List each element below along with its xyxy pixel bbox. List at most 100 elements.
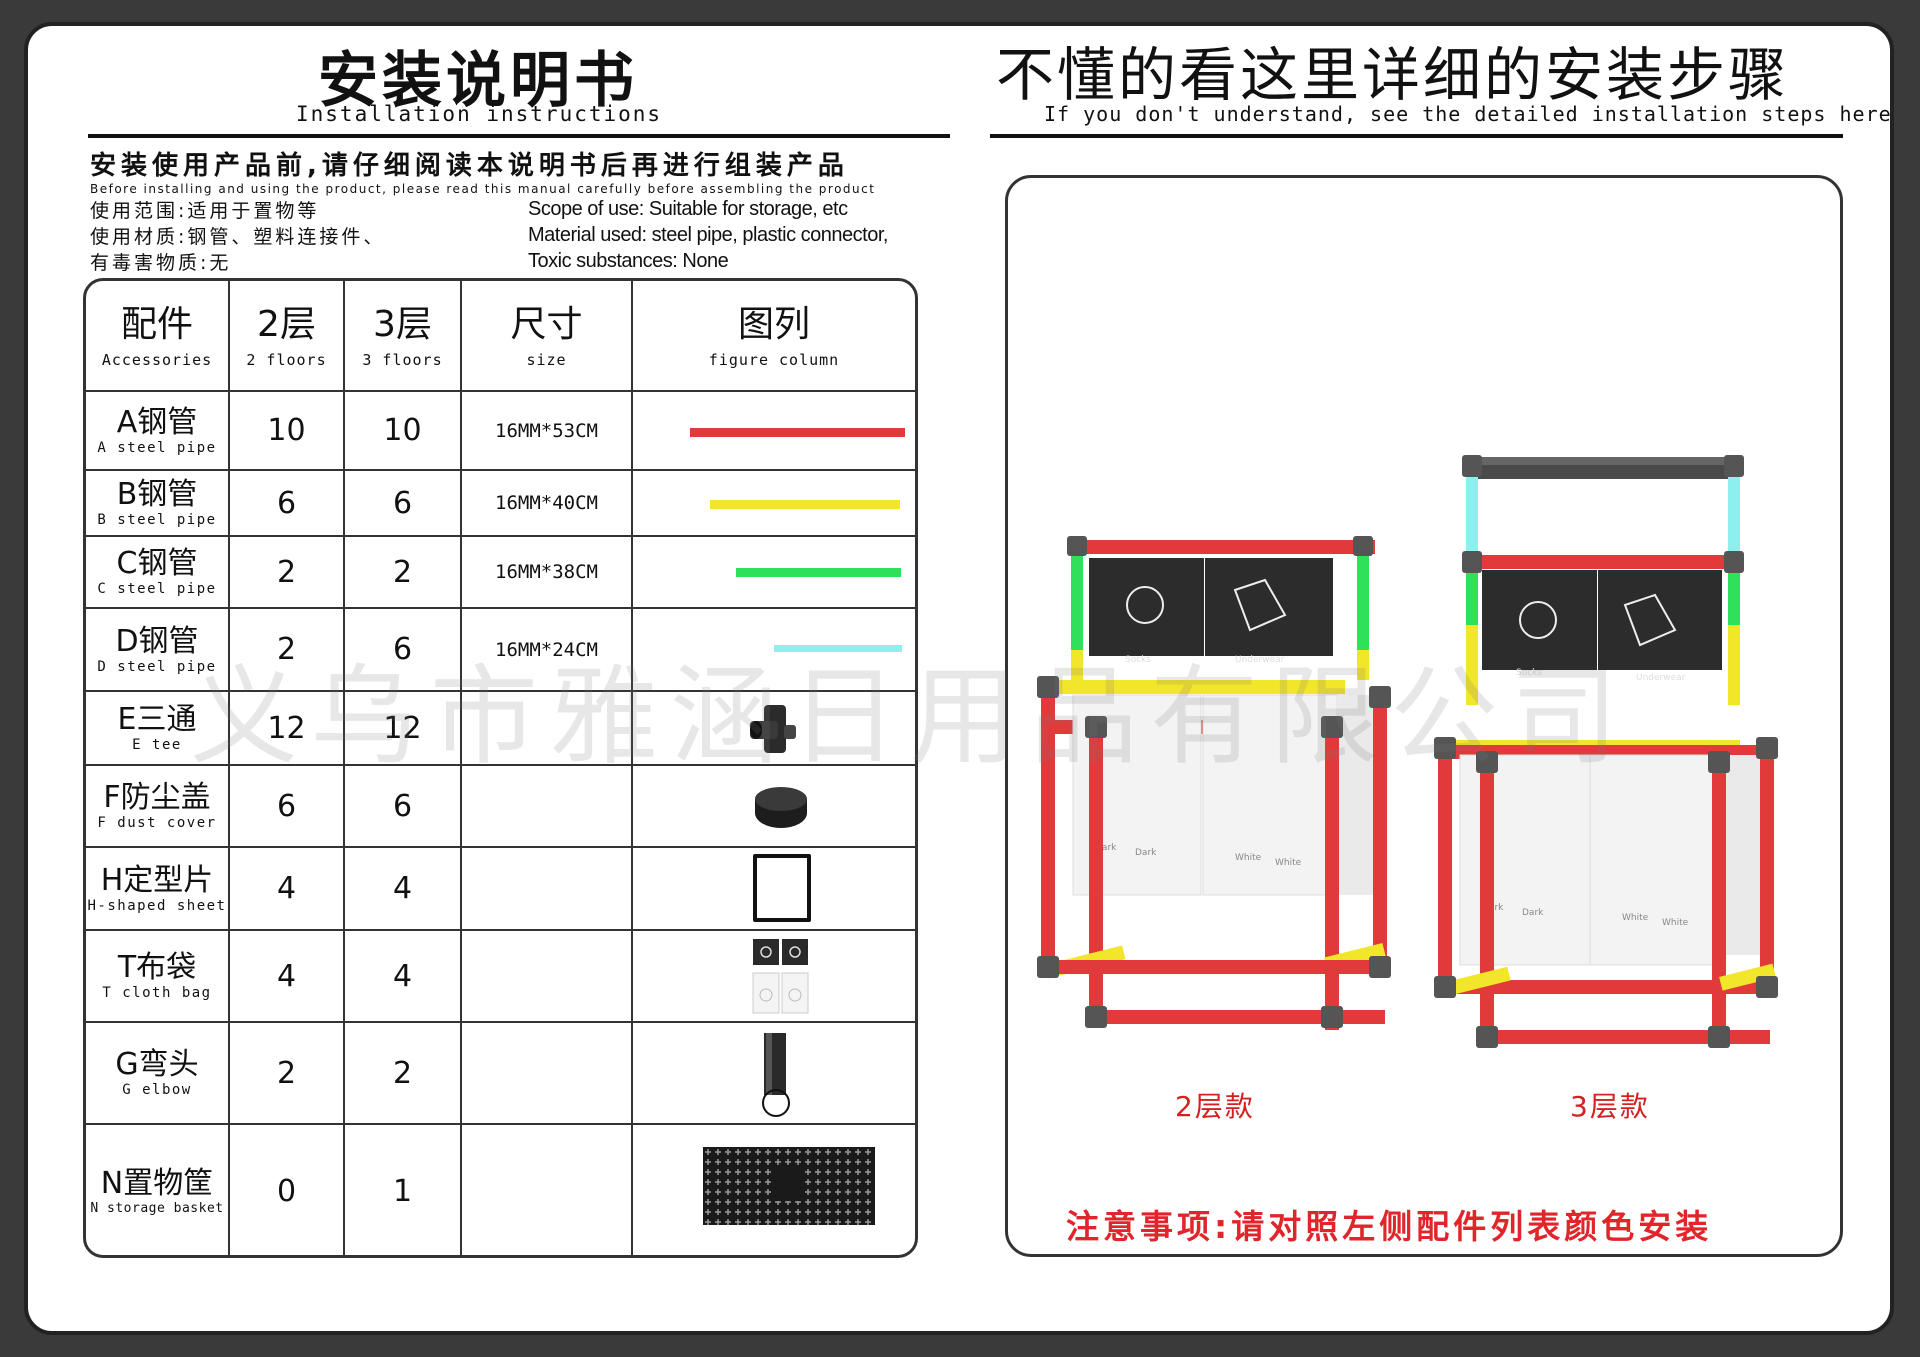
header-3-floors: 3层 3 floors (345, 281, 460, 390)
row-divider (86, 846, 915, 848)
header-en: 3 floors (362, 350, 443, 369)
green-pipe-icon (736, 568, 901, 577)
info-en-block: Scope of use: Suitable for storage, etc … (528, 196, 888, 274)
accessory-en: E tee (132, 737, 182, 753)
row-divider (86, 764, 915, 766)
qty-2-floors: 2 (276, 554, 297, 590)
qty-3-floors: 6 (392, 788, 413, 824)
right-subtitle: If you don't understand, see the detaile… (1044, 102, 1892, 126)
header-en: 2 floors (246, 350, 327, 369)
accessory-en: N storage basket (90, 1201, 224, 1216)
qty-2-floors: 10 (267, 413, 306, 448)
qty-3-floors: 1 (392, 1174, 413, 1209)
table-row-g-name: G弯头 G elbow (86, 1023, 228, 1123)
size-value: 16MM*53CM (495, 419, 598, 442)
header-cn: 3层 (373, 303, 432, 345)
left-subtitle: Installation instructions (296, 102, 663, 126)
underwear-label: Underwear (1235, 655, 1285, 665)
storage-basket-icon (703, 1147, 875, 1225)
installation-preview-panel (1005, 175, 1843, 1257)
qty-2-floors: 4 (276, 958, 297, 994)
socks-label: Socks (1516, 668, 1542, 678)
header-cn: 尺寸 (510, 303, 583, 345)
notice-en: Before installing and using the product,… (90, 182, 876, 196)
table-row-b-name: B钢管 B steel pipe (86, 471, 228, 535)
cyan-pipe-icon (774, 645, 902, 652)
row-divider (86, 469, 915, 471)
header-cn: 图列 (737, 303, 810, 345)
right-title: 不懂的看这里详细的安装步骤 (996, 41, 1790, 109)
accessory-en: C steel pipe (97, 581, 217, 597)
qty-2-floors: 2 (276, 632, 297, 667)
white-label: White (1275, 858, 1302, 868)
accessories-table: 配件 Accessories 2层 2 floors 3层 3 floors 尺… (83, 278, 918, 1258)
toxic-en: Toxic substances: None (528, 250, 729, 272)
three-tier-rack-illustration: Socks Underwear Dark Dark White White (1434, 455, 1778, 1048)
header-figure: 图列 figure column (633, 281, 915, 390)
notice-cn: 安装使用产品前,请仔细阅读本说明书后再进行组装产品 (90, 151, 849, 181)
col-divider (460, 281, 462, 1255)
header-en: Accessories (101, 350, 213, 369)
two-tier-label: 2层款 (1175, 1090, 1255, 1123)
accessory-en: A steel pipe (97, 439, 217, 456)
header-cn: 2层 (257, 303, 316, 345)
accessory-cn: T布袋 (117, 950, 197, 985)
row-divider (86, 1021, 915, 1023)
size-value: 16MM*24CM (495, 638, 598, 661)
qty-2-floors: 6 (276, 788, 297, 824)
accessory-cn: N置物筐 (100, 1166, 214, 1201)
tee-connector-icon (750, 705, 796, 753)
qty-2-floors: 2 (276, 1055, 297, 1091)
toxic-cn: 有毒害物质:无 (90, 252, 232, 274)
accessory-cn: A钢管 (116, 404, 198, 440)
left-title: 安装说明书 (318, 46, 638, 116)
scope-en: Scope of use: Suitable for storage, etc (528, 198, 848, 220)
qty-2-floors: 6 (276, 485, 297, 521)
table-row-t-name: T布袋 T cloth bag (86, 931, 228, 1021)
left-header-rule (88, 134, 950, 138)
dust-cover-icon (755, 787, 807, 828)
accessory-cn: C钢管 (116, 546, 198, 581)
accessory-en: B steel pipe (97, 512, 217, 528)
qty-3-floors: 12 (383, 710, 422, 746)
accessory-cn: E三通 (117, 702, 197, 737)
accessory-cn: H定型片 (100, 862, 214, 898)
page-card (24, 22, 1894, 1335)
accessory-cn: D钢管 (115, 623, 199, 659)
qty-3-floors: 4 (392, 871, 413, 906)
scope-cn: 使用范围:适用于置物等 (90, 200, 320, 222)
table-row-h-name: H定型片 H-shaped sheet (86, 848, 228, 929)
qty-2-floors: 12 (267, 710, 306, 746)
header-en: figure column (708, 350, 840, 369)
material-en: Material used: steel pipe, plastic conne… (528, 224, 888, 246)
table-row-d-name: D钢管 D steel pipe (86, 609, 228, 690)
accessory-cn: B钢管 (116, 477, 198, 512)
col-divider (343, 281, 345, 1255)
row-divider (86, 607, 915, 609)
header-en: size (526, 350, 567, 369)
header-size: 尺寸 size (462, 281, 631, 390)
header-cn: 配件 (120, 303, 193, 345)
row-divider (86, 929, 915, 931)
accessory-en: G elbow (122, 1082, 192, 1098)
accessory-en: D steel pipe (97, 658, 217, 675)
qty-3-floors: 2 (392, 554, 413, 590)
underwear-label: Underwear (1636, 673, 1686, 683)
table-row-n-name: N置物筐 N storage basket (86, 1125, 228, 1255)
material-cn: 使用材质:钢管、塑料连接件、 (90, 226, 386, 248)
three-tier-label: 3层款 (1570, 1090, 1650, 1123)
cloth-bag-icon (752, 939, 809, 1014)
white-label: White (1235, 853, 1262, 863)
elbow-icon (762, 1033, 790, 1117)
qty-3-floors: 2 (392, 1055, 413, 1091)
size-value: 16MM*40CM (495, 492, 598, 514)
h-sheet-icon (753, 854, 811, 922)
table-row-f-name: F防尘盖 F dust cover (86, 766, 228, 846)
white-label: White (1622, 913, 1649, 923)
qty-2-floors: 4 (276, 871, 297, 906)
table-row-c-name: C钢管 C steel pipe (86, 537, 228, 607)
accessory-en: H-shaped sheet (87, 897, 227, 914)
accessory-cn: G弯头 (115, 1047, 199, 1082)
yellow-pipe-icon (710, 500, 900, 509)
qty-3-floors: 10 (383, 413, 422, 448)
